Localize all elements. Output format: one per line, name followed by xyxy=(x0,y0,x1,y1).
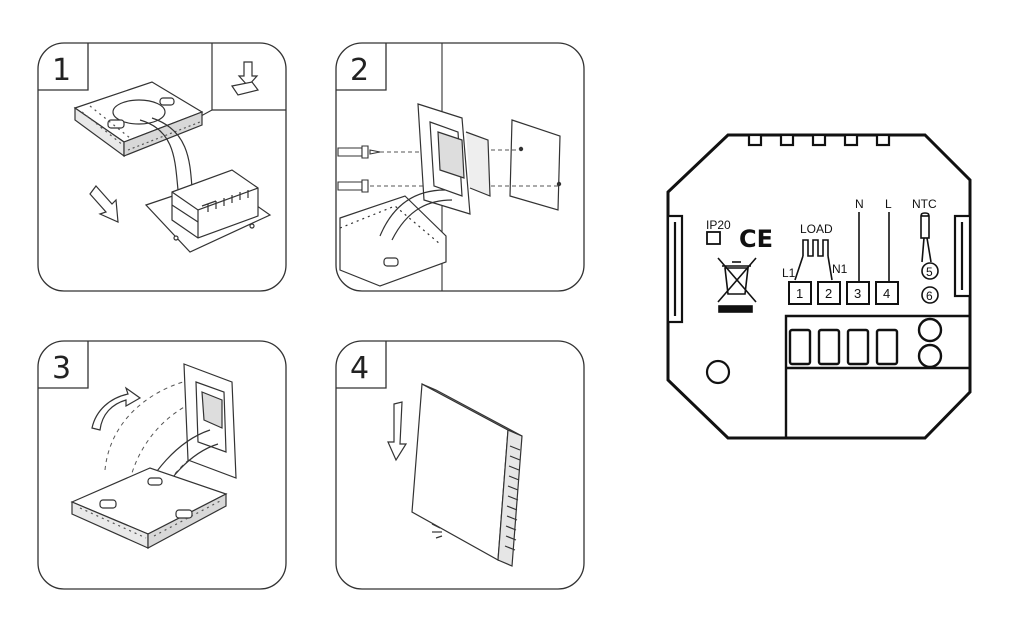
ntc-label: NTC xyxy=(912,197,937,211)
mounting-frame xyxy=(417,103,491,215)
n1-label: N1 xyxy=(832,262,848,276)
terminal-2: 2 xyxy=(825,286,832,301)
screw-icon xyxy=(337,145,381,193)
back-cover-plate xyxy=(339,195,447,287)
back-cover-plate xyxy=(70,467,228,550)
l-label: L xyxy=(885,197,892,211)
terminal-1: 1 xyxy=(796,286,803,301)
ce-mark: CE xyxy=(739,225,773,253)
mounting-frame xyxy=(183,363,237,479)
terminal-4: 4 xyxy=(883,286,890,301)
step-3-panel: 3 xyxy=(37,340,287,590)
mounting-hole xyxy=(705,359,731,385)
load-label: LOAD xyxy=(800,222,833,236)
ip-rating-label: IP20 xyxy=(706,218,731,232)
step-1-number: 1 xyxy=(52,53,71,88)
l1-label: L1 xyxy=(782,266,796,280)
step-2-panel: 2 xyxy=(335,42,585,292)
light-indicator-icon xyxy=(431,523,443,539)
side-clips xyxy=(666,214,972,324)
terminal-block: 1 2 3 4 xyxy=(788,281,899,305)
wall-box xyxy=(509,119,561,211)
step-1-panel: 1 xyxy=(37,42,287,292)
rotate-arrow-icon xyxy=(91,386,142,431)
wiring-diagram: IP20 CE LOAD L1 N1 N L xyxy=(666,133,972,440)
step-2-number: 2 xyxy=(350,53,369,88)
step-4-number: 4 xyxy=(350,351,369,386)
push-down-arrow-icon xyxy=(231,61,260,96)
mounting-plate xyxy=(144,169,272,253)
load-heater-icon xyxy=(794,239,833,281)
ntc-terminal-6: 6 xyxy=(926,289,933,303)
top-clips xyxy=(747,133,891,147)
ntc-sensor-icon xyxy=(920,212,932,263)
n-label: N xyxy=(855,197,864,211)
terminal-3: 3 xyxy=(854,286,861,301)
connector-housing xyxy=(784,314,970,438)
down-arrow-icon xyxy=(387,401,408,462)
weee-bin-icon xyxy=(717,257,757,313)
ip-square-icon xyxy=(706,231,721,245)
step-3-number: 3 xyxy=(52,351,71,386)
step-4-panel: 4 xyxy=(335,340,585,590)
direction-arrow-icon xyxy=(89,185,119,223)
ntc-terminal-5: 5 xyxy=(926,265,933,279)
thermostat-front-cover xyxy=(411,383,523,567)
